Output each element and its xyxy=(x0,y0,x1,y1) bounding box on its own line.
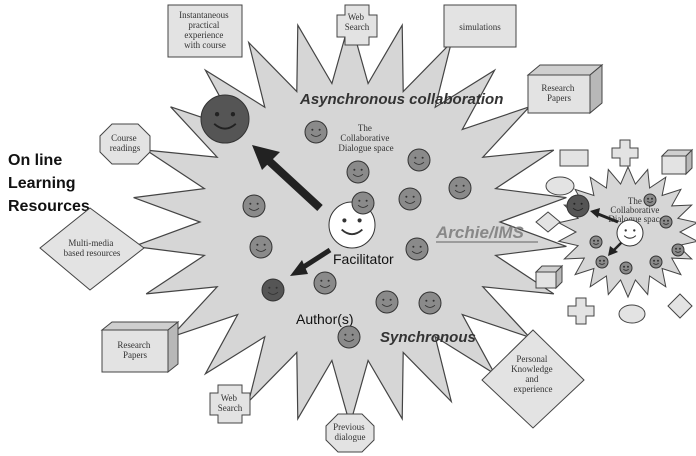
dialogue-space-label: The Collaborative Dialogue space xyxy=(338,123,393,153)
research-papers-top-cube: Research Papers xyxy=(526,63,604,115)
course-readings-octagon: Course readings xyxy=(99,123,151,165)
small-facilitator-smiley-face-icon xyxy=(616,219,644,247)
small-dialogue-space-label: The Collaborative Dialogue space xyxy=(608,196,663,224)
small-cross-shape-2 xyxy=(567,297,595,325)
small-participant-smiley-face-icon xyxy=(595,255,609,269)
archie-ims-label: Archie/IMS xyxy=(435,223,525,242)
participant-smiley-face-icon xyxy=(346,160,370,184)
small-cube-shape-2 xyxy=(534,264,564,290)
svg-text:Course readings: Course readings xyxy=(110,133,141,153)
online-learning-resources-title: On line Learning Resources xyxy=(8,152,90,215)
svg-text:Previous dialogue: Previous dialogue xyxy=(333,422,367,442)
participant-smiley-face-icon xyxy=(337,325,361,349)
small-diamond-shape xyxy=(535,211,561,233)
small-arrow-left xyxy=(590,208,619,224)
small-participant-smiley-face-icon xyxy=(619,261,633,275)
svg-text:simulations: simulations xyxy=(459,22,501,32)
participant-smiley-face-icon xyxy=(313,271,337,295)
participant-smiley-face-icon xyxy=(448,176,472,200)
previous-dialogue-octagon: Previous dialogue xyxy=(325,413,375,453)
small-ellipse-shape xyxy=(545,176,575,196)
web-search-bottom-cross: Web Search xyxy=(209,384,251,424)
research-papers-bottom-cube: Research Papers xyxy=(100,320,180,374)
small-rect-shape xyxy=(559,149,589,167)
participant-smiley-face-icon xyxy=(407,148,431,172)
participant-smiley-face-icon xyxy=(398,187,422,211)
svg-text:Web Search: Web Search xyxy=(345,12,370,32)
faces-layer xyxy=(200,94,685,349)
svg-text:Research Papers: Research Papers xyxy=(117,340,152,360)
svg-text:Multi-media based resour: Multi-media based resources xyxy=(64,238,121,258)
synchronous-label: Synchronous xyxy=(380,329,476,346)
svg-text:Instantaneous practical: Instantaneous practical experience with … xyxy=(179,10,231,50)
facilitator-label: Facilitator xyxy=(333,251,394,267)
svg-text:Research Papers: Research Papers xyxy=(541,83,576,103)
participant-smiley-face-icon xyxy=(405,237,429,261)
participant-smiley-face-icon xyxy=(304,120,328,144)
arrow-to-dark-face xyxy=(252,145,323,211)
authors-label: Author(s) xyxy=(296,311,354,327)
small-dark-smiley-face-icon xyxy=(566,194,590,218)
small-ellipse-shape-2 xyxy=(618,304,646,324)
svg-text:Web Search: Web Search xyxy=(218,393,243,413)
small-cube-shape xyxy=(660,148,694,176)
simulations-box: simulations xyxy=(443,4,517,48)
multimedia-resources-diamond: Multi-media based resources xyxy=(39,207,145,291)
web-search-top-cross: Web Search xyxy=(336,4,378,46)
small-participant-smiley-face-icon xyxy=(643,193,657,207)
svg-text:Personal Knowledge: Personal Knowledge and experience xyxy=(511,354,555,394)
asynchronous-collaboration-label: Asynchronous collaboration xyxy=(299,91,503,108)
small-participant-smiley-face-icon xyxy=(671,243,685,257)
participant-smiley-face-icon xyxy=(249,235,273,259)
participant-smiley-face-icon xyxy=(261,278,285,302)
small-participant-smiley-face-icon xyxy=(649,255,663,269)
small-participant-smiley-face-icon xyxy=(589,235,603,249)
dark-smiley-face-icon xyxy=(200,94,250,144)
participant-smiley-face-icon xyxy=(418,291,442,315)
personal-knowledge-diamond: Personal Knowledge and experience xyxy=(481,329,585,429)
participant-smiley-face-icon xyxy=(242,194,266,218)
instantaneous-experience-box: Instantaneous practical experience with … xyxy=(167,4,243,58)
participant-smiley-face-icon xyxy=(375,290,399,314)
small-cross-shape xyxy=(611,139,639,167)
small-diamond-shape-2 xyxy=(667,293,693,319)
arrow-to-author xyxy=(290,247,332,276)
participant-smiley-face-icon xyxy=(351,191,375,215)
small-participant-smiley-face-icon xyxy=(659,215,673,229)
